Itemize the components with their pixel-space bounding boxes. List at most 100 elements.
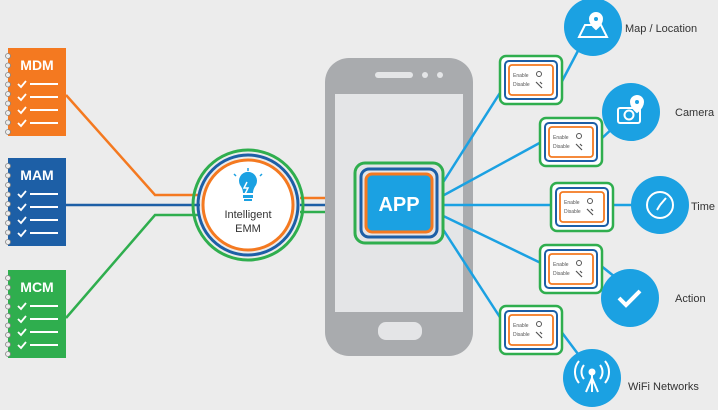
camera-item: Camera xyxy=(602,83,715,141)
check-icon xyxy=(17,203,27,212)
spiral-ring xyxy=(5,91,11,97)
emm-line1: Intelligent xyxy=(224,209,271,221)
check-icon xyxy=(17,315,27,324)
wifi-networks-item: WiFi Networks xyxy=(563,349,699,407)
check-icon xyxy=(17,190,27,199)
card-title: MDM xyxy=(20,57,53,73)
spiral-ring xyxy=(5,119,11,126)
spiral-ring xyxy=(5,332,11,338)
speaker-slot xyxy=(375,72,413,78)
check-icon xyxy=(17,106,27,115)
app-label: APP xyxy=(378,194,419,216)
spiral-ring xyxy=(5,191,11,198)
card-mcm: MCM xyxy=(5,270,66,358)
front-camera xyxy=(422,72,428,78)
item-circle xyxy=(564,0,622,56)
spiral-ring xyxy=(5,62,11,69)
left-cards: MDM MAM MCM xyxy=(5,48,66,358)
spiral-ring xyxy=(5,110,11,116)
spiral-ring xyxy=(5,201,11,207)
spiral-ring xyxy=(5,303,11,310)
check-icon xyxy=(17,93,27,102)
spiral-ring xyxy=(5,229,11,236)
home-button xyxy=(378,322,422,340)
toggle-icon xyxy=(576,260,582,266)
action-item: Action xyxy=(601,269,706,327)
check-icon xyxy=(17,341,27,350)
spiral-ring xyxy=(5,220,11,226)
item-circle xyxy=(601,269,659,327)
card-mam: MAM xyxy=(5,158,66,246)
cursor-icon xyxy=(575,143,583,151)
spiral-ring xyxy=(5,313,11,319)
badge-disable: Disable xyxy=(513,332,530,338)
app-block: APP xyxy=(353,161,445,245)
badge-enable: Enable xyxy=(564,200,580,206)
badge-disable: Disable xyxy=(553,271,570,277)
map-location-icon xyxy=(577,11,609,38)
spiral-ring xyxy=(5,172,11,179)
spiral-ring xyxy=(5,239,11,245)
spiral-ring xyxy=(5,210,11,217)
wifi-antenna-icon xyxy=(574,360,610,393)
toggle-icon xyxy=(576,133,582,139)
spiral-ring xyxy=(5,163,11,169)
badge-enable: Enable xyxy=(553,135,569,141)
cursor-icon xyxy=(575,270,583,278)
cursor-icon xyxy=(535,331,543,339)
spiral-ring xyxy=(5,341,11,348)
spiral-ring xyxy=(5,322,11,329)
check-icon xyxy=(17,216,27,225)
badge-disable: Disable xyxy=(564,209,581,215)
item-label: Time xyxy=(691,201,715,213)
badge-enable: Enable xyxy=(513,323,529,329)
badge-disable: Disable xyxy=(553,144,570,150)
emm-line2: EMM xyxy=(235,223,261,235)
toggle-icon xyxy=(587,198,593,204)
badge-enable: Enable xyxy=(553,262,569,268)
sensor xyxy=(437,72,443,78)
check-icon xyxy=(17,119,27,128)
check-icon xyxy=(17,80,27,89)
spiral-ring xyxy=(5,284,11,291)
item-label: Action xyxy=(675,293,706,305)
spiral-ring xyxy=(5,81,11,88)
checkmark-icon xyxy=(617,289,642,308)
check-icon xyxy=(17,229,27,238)
badge-enable: Enable xyxy=(513,73,529,79)
map-location-item: Map / Location xyxy=(564,0,697,56)
spiral-ring xyxy=(5,129,11,135)
time-item: Time xyxy=(631,176,715,234)
spiral-ring xyxy=(5,53,11,59)
card-title: MCM xyxy=(20,279,53,295)
intelligent-emm-hub: Intelligent EMM xyxy=(191,148,305,262)
spiral-ring xyxy=(5,100,11,107)
spiral-ring xyxy=(5,182,11,188)
badge-disable: Disable xyxy=(513,82,530,88)
toggle-icon xyxy=(536,321,542,327)
lightbulb-icon xyxy=(233,168,263,201)
cursor-icon xyxy=(586,208,594,216)
camera-icon xyxy=(617,94,645,124)
card-connectors xyxy=(65,94,200,319)
card-title: MAM xyxy=(20,167,53,183)
item-label: Map / Location xyxy=(625,23,697,35)
toggle-icon xyxy=(536,71,542,77)
permission-badges: EnableDisableEnableDisableEnableDisableE… xyxy=(498,54,615,356)
item-label: WiFi Networks xyxy=(628,381,699,393)
item-circle xyxy=(602,83,660,141)
card-mdm: MDM xyxy=(5,48,66,136)
clock-icon xyxy=(646,191,674,219)
check-icon xyxy=(17,328,27,337)
item-label: Camera xyxy=(675,107,715,119)
spiral-ring xyxy=(5,72,11,78)
cursor-icon xyxy=(535,81,543,89)
check-icon xyxy=(17,302,27,311)
